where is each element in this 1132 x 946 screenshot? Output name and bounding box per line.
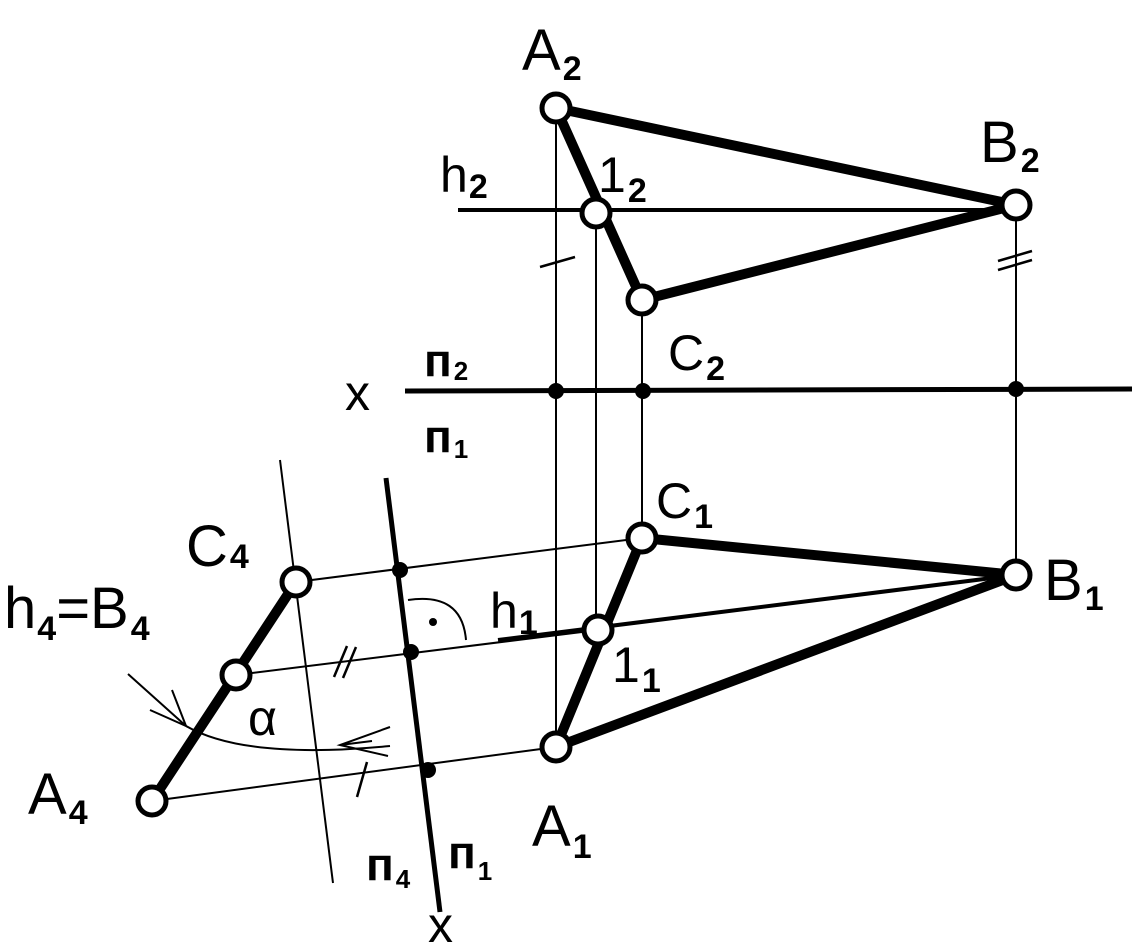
tick-a-front (539, 255, 576, 269)
point-a2 (539, 91, 573, 125)
tick-b-front-1 (997, 249, 1033, 263)
point-markers (135, 91, 1033, 818)
label-a1: A1 (532, 794, 592, 866)
point-11 (581, 613, 615, 647)
construction-lines (151, 110, 1017, 884)
equal-distance-ticks (332, 249, 1033, 798)
label-pi4: п4 (366, 838, 411, 894)
dot-x-c (635, 383, 651, 399)
label-h4-b4: h4=B4 (4, 576, 150, 648)
label-b2: B2 (980, 110, 1040, 180)
edge-a4-c4 (147, 577, 301, 806)
label-c2: C2 (668, 325, 725, 388)
label-11: 11 (612, 637, 661, 700)
tick-b-aux-2 (341, 646, 358, 679)
axis-intersection-dots (392, 381, 1024, 778)
plane-trace-line (279, 459, 334, 884)
point-c1 (625, 521, 659, 555)
label-12: 12 (598, 147, 647, 210)
edge-a1-b1 (551, 570, 1021, 752)
right-angle-dot (429, 618, 437, 626)
label-alpha: α (248, 690, 277, 746)
projector-a1-a4 (151, 746, 557, 802)
label-pi2: п2 (424, 334, 468, 386)
right-angle-arc (407, 597, 467, 641)
edge-a2-b2 (551, 103, 1021, 210)
angle-arrow-right (336, 726, 391, 757)
label-a4: A4 (28, 762, 88, 832)
dot-x-a (548, 383, 564, 399)
tick-b-front-2 (997, 258, 1033, 272)
point-12 (579, 196, 613, 230)
dot-x1-c (392, 562, 408, 578)
label-h2: h2 (440, 147, 488, 206)
label-axis-x1: x (428, 897, 453, 946)
label-pi1-aux: п1 (448, 826, 492, 886)
projector-c1-c4 (295, 537, 643, 583)
point-h4-b4 (219, 658, 253, 692)
label-axis-x: x (345, 365, 370, 421)
point-a4 (135, 784, 169, 818)
triangle-abc-front (551, 103, 1021, 305)
dot-x1-h (403, 644, 419, 660)
edge-b1-c1 (637, 533, 1021, 580)
point-b2 (999, 188, 1033, 222)
dot-x-b (1008, 381, 1024, 397)
label-a2: A2 (522, 18, 582, 88)
label-c4: C4 (186, 514, 249, 579)
axis-x1-p4-p1 (383, 477, 443, 913)
point-c2 (625, 283, 659, 317)
edge-b2-c2 (637, 200, 1021, 305)
point-a1 (539, 730, 573, 764)
label-pi1: п1 (424, 410, 468, 464)
point-b1 (999, 558, 1033, 592)
tick-a-aux (355, 761, 369, 798)
label-b1: B1 (1044, 548, 1104, 618)
label-c1: C1 (656, 473, 713, 536)
dot-x1-a (420, 762, 436, 778)
label-h1: h1 (490, 583, 538, 642)
angle-arrow-left (127, 673, 188, 728)
tick-b-aux-1 (332, 645, 349, 678)
right-angle-mark (407, 597, 467, 641)
point-c4 (279, 565, 313, 599)
